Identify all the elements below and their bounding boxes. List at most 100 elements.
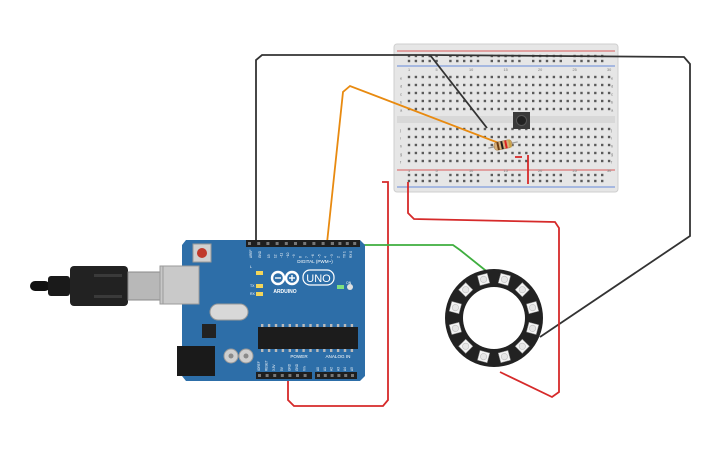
header-pin[interactable] — [323, 374, 327, 377]
breadboard-hole — [532, 75, 535, 79]
rail-hole — [435, 179, 438, 183]
wire-black-gnd-ring[interactable] — [429, 54, 691, 338]
breadboard-hole — [573, 99, 576, 103]
wire-black-button-gnd[interactable] — [429, 54, 488, 129]
breadboard-hole — [421, 75, 424, 79]
header-pin[interactable] — [337, 374, 341, 377]
wire-red-ring-power[interactable] — [407, 182, 560, 399]
breadboard-hole — [511, 159, 514, 163]
header-pin[interactable] — [303, 242, 307, 245]
header-pin[interactable] — [351, 374, 354, 377]
capacitor-2-top — [243, 353, 249, 359]
breadboard-hole — [545, 83, 549, 87]
breadboard-hole — [607, 91, 611, 95]
breadboard-hole — [594, 83, 597, 87]
neopixel-led-lens — [518, 286, 526, 294]
breadboard-hole — [566, 127, 569, 131]
rail-hole — [545, 179, 549, 183]
rail-hole — [587, 173, 590, 177]
header-pin[interactable] — [344, 374, 348, 377]
wire-orange-button-signal[interactable] — [326, 84, 505, 244]
breadboard-hole — [601, 91, 604, 95]
neopixel-led[interactable] — [497, 272, 511, 286]
breadboard-hole — [538, 151, 542, 155]
header-pin[interactable] — [331, 242, 334, 245]
breadboard-hole — [607, 83, 611, 87]
header-pin[interactable] — [248, 242, 251, 245]
header-pin[interactable] — [330, 374, 334, 377]
header-pin[interactable] — [284, 242, 288, 245]
neopixel-led[interactable] — [497, 350, 511, 364]
mounting-hole — [347, 284, 353, 290]
chip-pins — [261, 324, 354, 352]
neopixel-led[interactable] — [514, 282, 530, 298]
analog-pin-label: A0 — [316, 367, 320, 371]
breadboard-hole — [483, 75, 487, 79]
neopixel-led[interactable] — [526, 301, 540, 315]
arduino-uno[interactable]: UNO ARDUINO DIGITAL (PWM~) POWER ANALOG … — [162, 240, 365, 381]
rail-hole — [476, 173, 480, 177]
neopixel-led[interactable] — [477, 272, 491, 286]
column-number: 20 — [538, 68, 542, 72]
rail-hole — [532, 173, 535, 177]
wire-green-data[interactable] — [344, 243, 491, 275]
breadboard-hole — [559, 143, 562, 147]
neopixel-led[interactable] — [477, 350, 491, 364]
header-pin[interactable] — [258, 374, 261, 377]
breadboard-hole — [463, 143, 466, 147]
header-pin[interactable] — [317, 374, 320, 377]
tx-led-label: TX — [250, 284, 255, 288]
neopixel-led[interactable] — [514, 338, 530, 354]
breadboard-hole — [566, 83, 569, 87]
neopixel-led[interactable] — [448, 321, 462, 335]
row-letter: g — [611, 152, 613, 157]
breadboard-hole — [428, 127, 431, 131]
header-pin[interactable] — [294, 242, 297, 245]
header-pin[interactable] — [288, 374, 292, 377]
breadboard-hole — [573, 159, 576, 163]
neopixel-ring[interactable] — [445, 269, 543, 367]
header-pin[interactable] — [257, 242, 261, 245]
header-pin[interactable] — [321, 242, 325, 245]
header-pin[interactable] — [303, 374, 307, 377]
header-pin[interactable] — [266, 242, 270, 245]
neopixel-led-lens — [529, 304, 537, 312]
uno-badge — [302, 269, 335, 286]
breadboard-hole — [566, 107, 569, 111]
header-pin[interactable] — [338, 242, 342, 245]
row-letter: i — [400, 136, 401, 141]
breadboard-hole — [407, 143, 411, 147]
rail-hole — [504, 173, 507, 177]
header-pin[interactable] — [296, 374, 299, 377]
breadboard-hole — [587, 99, 590, 103]
header-pin[interactable] — [353, 242, 357, 245]
header-pin[interactable] — [273, 374, 277, 377]
header-pin[interactable] — [312, 242, 316, 245]
neopixel-led[interactable] — [458, 338, 474, 354]
rail-hole — [456, 179, 459, 183]
breadboard-hole — [559, 159, 562, 163]
header-pin[interactable] — [280, 374, 284, 377]
header-pin[interactable] — [345, 242, 349, 245]
header-pin[interactable] — [275, 242, 279, 245]
breadboard-hole — [435, 75, 438, 79]
breadboard-hole — [511, 91, 514, 95]
header-pin[interactable] — [265, 374, 269, 377]
wire-red-5v[interactable] — [287, 181, 389, 407]
breadboard-hole — [407, 83, 411, 87]
chip-pin — [330, 324, 333, 327]
reset-button[interactable] — [197, 248, 207, 258]
breadboard-hole — [566, 159, 569, 163]
breadboard-hole — [552, 75, 556, 79]
neopixel-led[interactable] — [448, 301, 462, 315]
breadboard-hole — [497, 83, 500, 87]
pushbutton[interactable] — [513, 112, 530, 129]
resistor[interactable] — [487, 138, 518, 152]
neopixel-led[interactable] — [458, 282, 474, 298]
digital-pin-label: 7 — [305, 256, 309, 258]
breadboard-hole — [456, 83, 459, 87]
wire-black-gnd-top[interactable] — [255, 54, 430, 243]
neopixel-led[interactable] — [526, 321, 540, 335]
breadboard-hole — [407, 135, 411, 139]
